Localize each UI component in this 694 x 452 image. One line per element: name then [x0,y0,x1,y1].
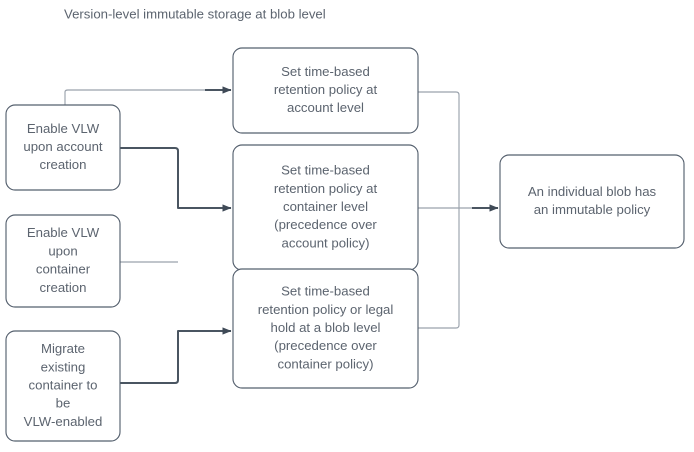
node-label-migrate-existing-container: VLW-enabled [24,414,103,429]
node-label-enable-vlw-container: creation [40,280,87,295]
node-label-enable-vlw-account: Enable VLW [27,121,100,136]
node-label-individual-blob-immutable: an immutable policy [534,202,651,217]
node-label-retention-blob-level: (precedence over [274,338,377,353]
node-label-enable-vlw-container: upon [48,243,77,258]
node-label-migrate-existing-container: be [56,396,71,411]
edge-migrate-to-blob-policy [120,330,225,384]
edges-layer [64,86,499,384]
node-label-migrate-existing-container: existing [41,359,86,374]
node-label-migrate-existing-container: Migrate [41,341,85,356]
node-label-retention-container-level: container level [283,199,368,214]
node-label-enable-vlw-container: container [36,262,91,277]
edge-account-policy-to-result [418,91,460,208]
node-label-retention-account-level: retention policy at [274,82,378,97]
node-label-retention-container-level: Set time-based [281,163,370,178]
edge-account-to-account-policy [64,89,225,105]
edge-account-to-container-policy [120,147,225,209]
node-retention-blob-level[interactable]: Set time-based retention policy or legal h… [232,268,419,389]
node-label-individual-blob-immutable: An individual blob has [528,184,657,199]
node-box-individual-blob-immutable[interactable] [499,154,685,249]
node-label-retention-blob-level: container policy) [277,356,373,371]
node-label-migrate-existing-container: container to [29,377,98,392]
node-box-migrate-existing-container[interactable] [5,330,121,442]
node-retention-container-level[interactable]: Set time-based retention policy at contain… [232,144,419,271]
node-label-enable-vlw-account: creation [40,157,87,172]
node-box-retention-account-level[interactable] [232,47,419,134]
edge-blob-policy-to-result [418,208,460,329]
node-label-enable-vlw-account: upon account [23,139,103,154]
node-label-retention-container-level: retention policy at [274,181,378,196]
node-label-retention-blob-level: retention policy or legal [258,302,394,317]
node-box-enable-vlw-container[interactable] [5,214,121,308]
node-individual-blob-immutable[interactable]: An individual blob has an immutable polic… [499,154,685,249]
node-box-enable-vlw-account[interactable] [5,104,121,191]
node-enable-vlw-container[interactable]: Enable VLW upon container creation [5,214,121,308]
node-retention-account-level[interactable]: Set time-based retention policy at account… [232,47,419,134]
node-box-retention-blob-level[interactable] [232,268,419,389]
node-label-retention-blob-level: hold at a blob level [271,320,381,335]
node-label-retention-blob-level: Set time-based [281,284,370,299]
node-label-retention-container-level: (precedence over [274,217,377,232]
node-label-retention-account-level: account level [287,100,364,115]
node-label-retention-container-level: account policy) [282,235,370,250]
node-enable-vlw-account[interactable]: Enable VLW upon account creation [5,104,121,191]
node-label-enable-vlw-container: Enable VLW [27,225,100,240]
diagram-title: Version-level immutable storage at blob … [64,6,326,21]
node-label-retention-account-level: Set time-based [281,64,370,79]
